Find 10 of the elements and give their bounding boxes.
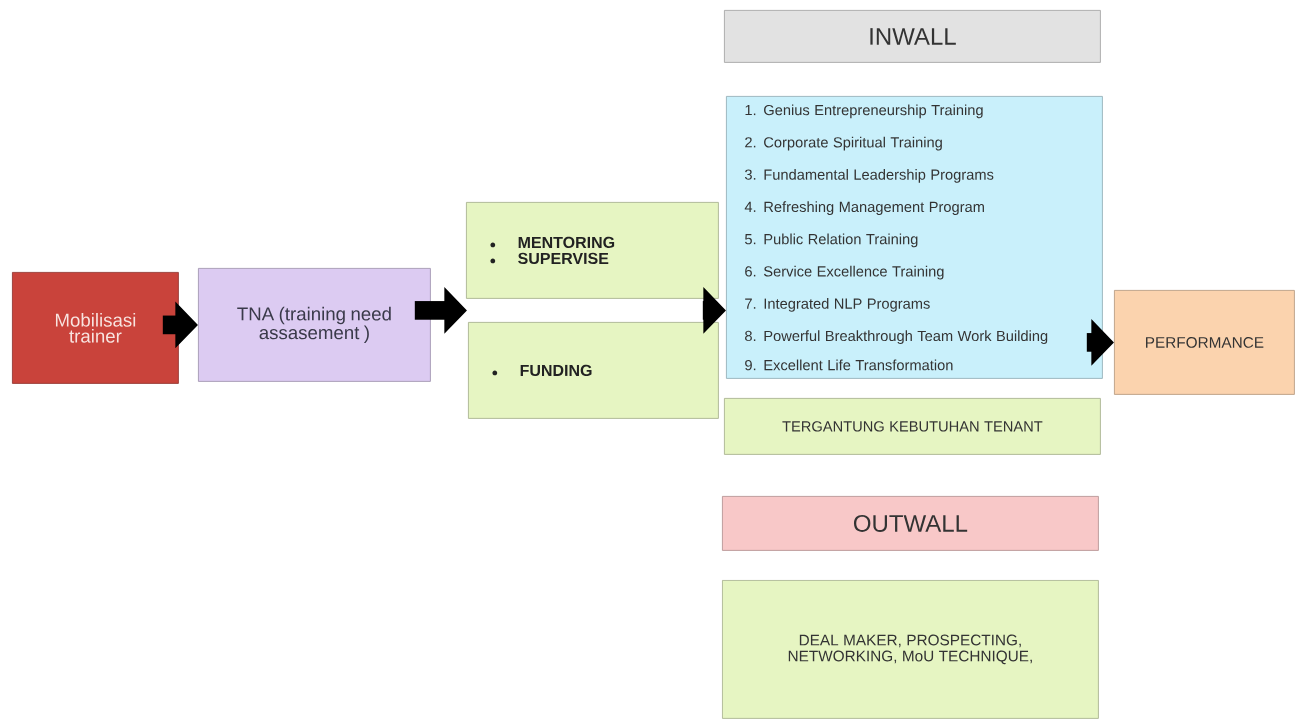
header-box: INWALL bbox=[724, 10, 1101, 63]
process-box: TNA (training need assasement ) bbox=[198, 268, 431, 382]
bullet-box: MENTORING SUPERVISE bbox=[466, 202, 719, 299]
note-box: TERGANTUNG KEBUTUHAN TENANT bbox=[724, 398, 1101, 455]
list-box: 1. Genius Entrepreneurship Training 2. Corporate Spiritual Training 3. Fundamental Leadership Programs 4. Refreshing Management Program 5. Public Relation Training 6. Service Excellence Training 7. Integrated NLP Programs 8. Powerful Breakthrough Team Work Building 9. Excellent Life Transformation bbox=[726, 96, 1103, 379]
result-box: PERFORMANCE bbox=[1114, 290, 1295, 395]
process-box: Mobilisasi trainer bbox=[12, 272, 179, 384]
bullet-box: FUNDING bbox=[468, 322, 719, 419]
note-box: DEAL MAKER, PROSPECTING, NETWORKING, MoU TECHNIQUE, bbox=[722, 580, 1099, 719]
header-box: OUTWALL bbox=[722, 496, 1099, 551]
